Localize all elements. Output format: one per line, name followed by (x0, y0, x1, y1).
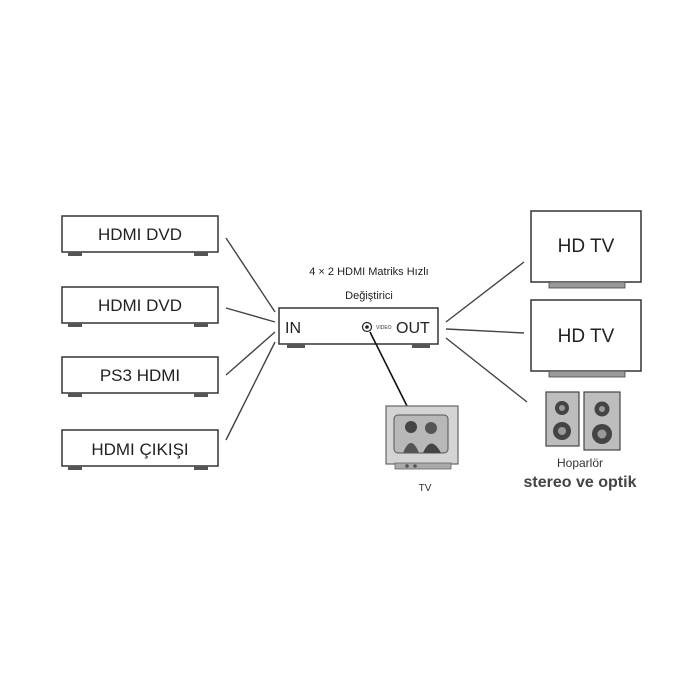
input-wire (225, 331, 276, 376)
switcher-title-line2: Değiştirici (345, 290, 393, 302)
display-label: HD TV (558, 326, 615, 347)
output-display-1: HD TV (530, 210, 642, 289)
source-label: HDMI DVD (98, 225, 182, 244)
switcher-in-label: IN (285, 320, 301, 337)
source-label: HDMI DVD (98, 296, 182, 315)
source-device-3: PS3 HDMI (61, 356, 219, 397)
speaker-label-line1: Hoparlör (557, 456, 603, 470)
speaker-right (583, 391, 621, 451)
switcher-title-line1: 4 × 2 HDMI Matriks Hızlı (309, 266, 429, 278)
input-wire (225, 307, 276, 323)
input-wire (225, 341, 276, 441)
speaker-left (545, 391, 580, 447)
output-display-2: HD TV (530, 299, 642, 378)
source-label: PS3 HDMI (100, 366, 180, 385)
speaker-label-line2: stereo ve optik (524, 474, 637, 491)
speaker-pair-icon (545, 391, 621, 451)
output-wire (445, 328, 525, 334)
video-wire (369, 331, 409, 409)
output-wires (369, 261, 528, 409)
source-device-4: HDMI ÇIKIŞI (61, 429, 219, 470)
display-label: HD TV (558, 236, 615, 257)
crt-tv-label: TV (419, 483, 432, 494)
input-wire (225, 237, 276, 313)
input-wires (225, 237, 276, 441)
matrix-switcher: IN OUT VIDEO (278, 307, 439, 348)
switcher-out-label: OUT (396, 320, 430, 337)
rca-port-icon (361, 321, 373, 333)
video-port-label: VIDEO (376, 325, 392, 331)
crt-tv-icon (385, 405, 459, 470)
source-label: HDMI ÇIKIŞI (91, 440, 188, 459)
source-device-1: HDMI DVD (61, 215, 219, 256)
output-wire (445, 337, 528, 403)
output-wire (445, 261, 525, 323)
source-device-2: HDMI DVD (61, 286, 219, 327)
